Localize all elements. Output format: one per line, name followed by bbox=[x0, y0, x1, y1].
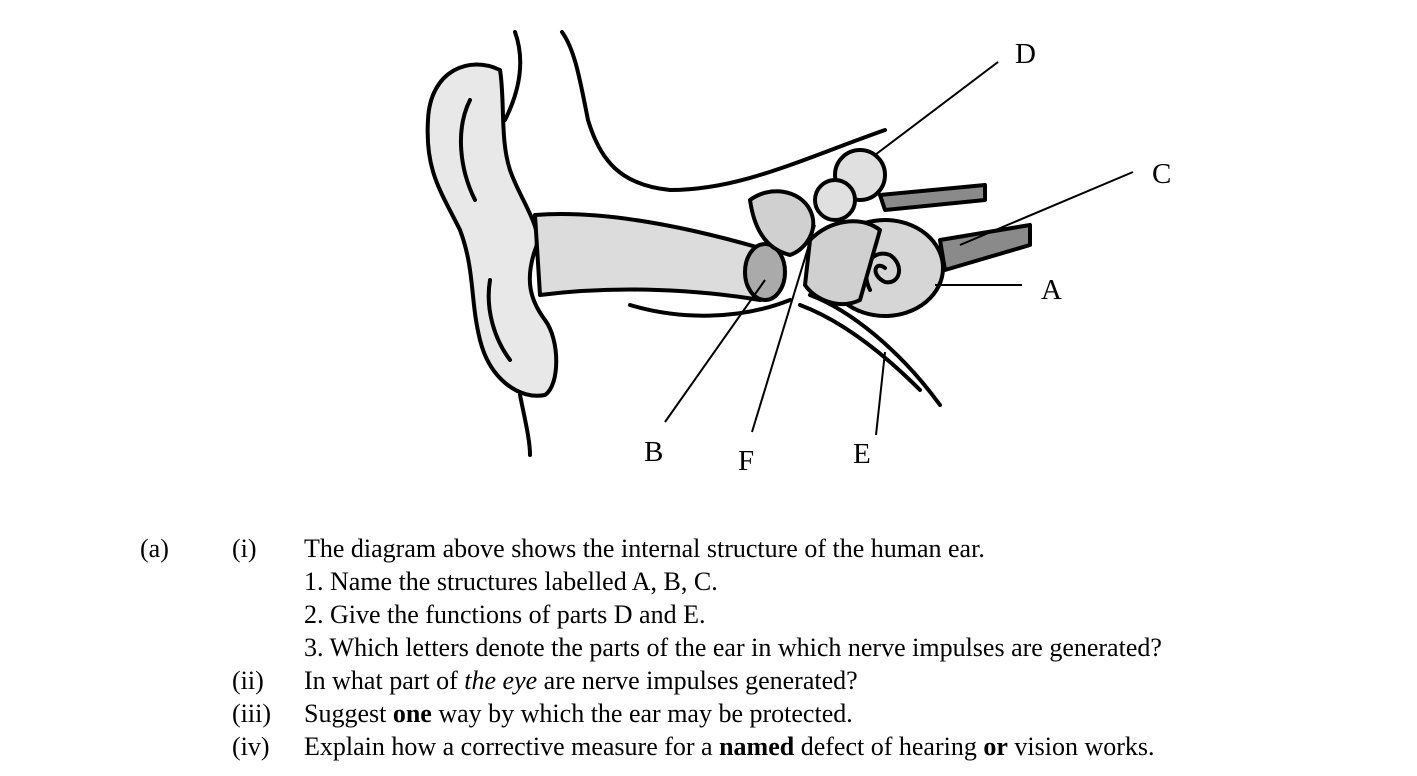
subquestion-iii-number: (iii) bbox=[232, 699, 271, 728]
subquestion-iv-text-bold-1: named bbox=[719, 732, 795, 761]
pointer-line-F bbox=[751, 224, 816, 433]
subquestion-ii-text-italic: the eye bbox=[464, 666, 538, 695]
auditory-nerve bbox=[938, 223, 1032, 272]
head-outline-line bbox=[518, 393, 532, 457]
eustachian-tube bbox=[808, 293, 942, 407]
subquestion-iv-text: Explain how a corrective measure for a n… bbox=[304, 730, 1155, 763]
subquestion-i-number: (i) bbox=[232, 534, 257, 563]
subquestion-iv-text-bold-2: or bbox=[983, 732, 1008, 761]
subquestion-iv-text-3: vision works. bbox=[1007, 732, 1155, 761]
pointer-line-D bbox=[874, 61, 999, 156]
subquestion-i-item-2: 2. Give the functions of parts D and E. bbox=[304, 600, 706, 629]
ear-canal-wall bbox=[628, 298, 792, 318]
eustachian-tube bbox=[798, 303, 922, 392]
label-D: D bbox=[1015, 38, 1036, 70]
subquestion-iv-text-1: Explain how a corrective measure for a bbox=[304, 732, 720, 761]
pointer-line-E bbox=[875, 351, 886, 436]
label-F: F bbox=[738, 445, 755, 477]
auditory-nerve bbox=[878, 183, 987, 212]
pointer-line-C bbox=[959, 171, 1134, 246]
label-E: E bbox=[853, 438, 871, 470]
subquestion-ii-number: (ii) bbox=[232, 666, 264, 695]
eardrum bbox=[743, 242, 787, 302]
subquestion-iv-text-2: defect of hearing bbox=[794, 732, 984, 761]
ear-canal bbox=[533, 212, 762, 302]
subquestion-ii-text-after: are nerve impulses generated? bbox=[537, 666, 858, 695]
semicircular-canal bbox=[813, 178, 857, 222]
pointer-line-B bbox=[664, 279, 766, 423]
subquestion-iii-text: Suggest one way by which the ear may be … bbox=[304, 697, 853, 730]
pinna-fold bbox=[459, 98, 477, 202]
head-outline-line bbox=[503, 30, 523, 122]
subquestion-i-item-3: 3. Which letters denote the parts of the… bbox=[304, 633, 1162, 662]
subquestion-ii-text-before: In what part of bbox=[304, 666, 465, 695]
subquestion-iv-number: (iv) bbox=[232, 732, 270, 761]
subquestion-i-item-1: 1. Name the structures labelled A, B, C. bbox=[304, 567, 718, 596]
ear-diagram bbox=[425, 30, 1134, 457]
subquestion-iii-text-bold: one bbox=[392, 699, 432, 728]
label-C: C bbox=[1152, 158, 1172, 190]
subquestion-iii-text-after: way by which the ear may be protected. bbox=[431, 699, 853, 728]
pinna-fold bbox=[486, 278, 512, 362]
label-A: A bbox=[1041, 274, 1062, 306]
subquestion-i-intro: The diagram above shows the internal str… bbox=[304, 534, 985, 563]
label-B: B bbox=[644, 436, 664, 468]
question-part-label: (a) bbox=[140, 534, 169, 563]
subquestion-iii-text-before: Suggest bbox=[304, 699, 393, 728]
subquestion-ii-text: In what part of the eye are nerve impuls… bbox=[304, 664, 858, 697]
head-outline-line bbox=[560, 30, 887, 192]
